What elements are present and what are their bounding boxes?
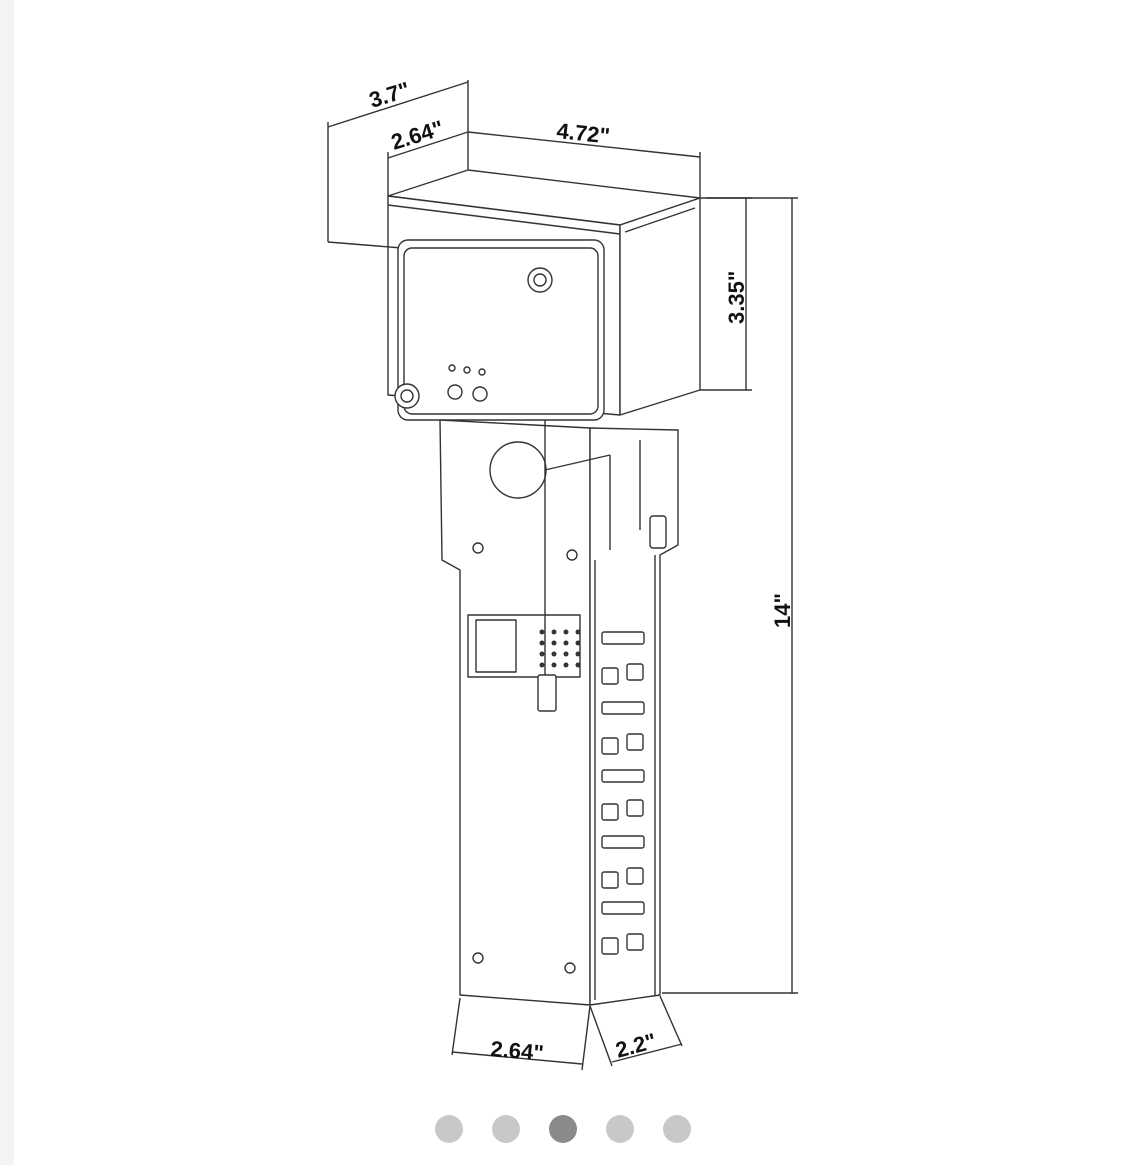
dim-post-depth: 2.2" xyxy=(613,1028,659,1063)
product-technical-drawing: 3.7" 2.64" 4.72" 3.35" 14" 2.64" 2.2" xyxy=(327,77,798,1071)
dim-box-height: 3.35" xyxy=(724,271,749,324)
carousel-dot-1[interactable] xyxy=(434,1115,463,1143)
carousel-dot-5[interactable] xyxy=(662,1115,691,1143)
carousel-dot-3[interactable] xyxy=(548,1115,577,1143)
carousel-pagination xyxy=(0,1115,1125,1143)
carousel-dot-4[interactable] xyxy=(605,1115,634,1143)
carousel-dot-2[interactable] xyxy=(491,1115,520,1143)
dim-post-width: 2.64" xyxy=(490,1036,545,1066)
dim-total-height: 14" xyxy=(770,593,795,628)
dim-box-depth-outer: 3.7" xyxy=(366,77,413,113)
dim-box-width: 4.72" xyxy=(555,118,611,148)
